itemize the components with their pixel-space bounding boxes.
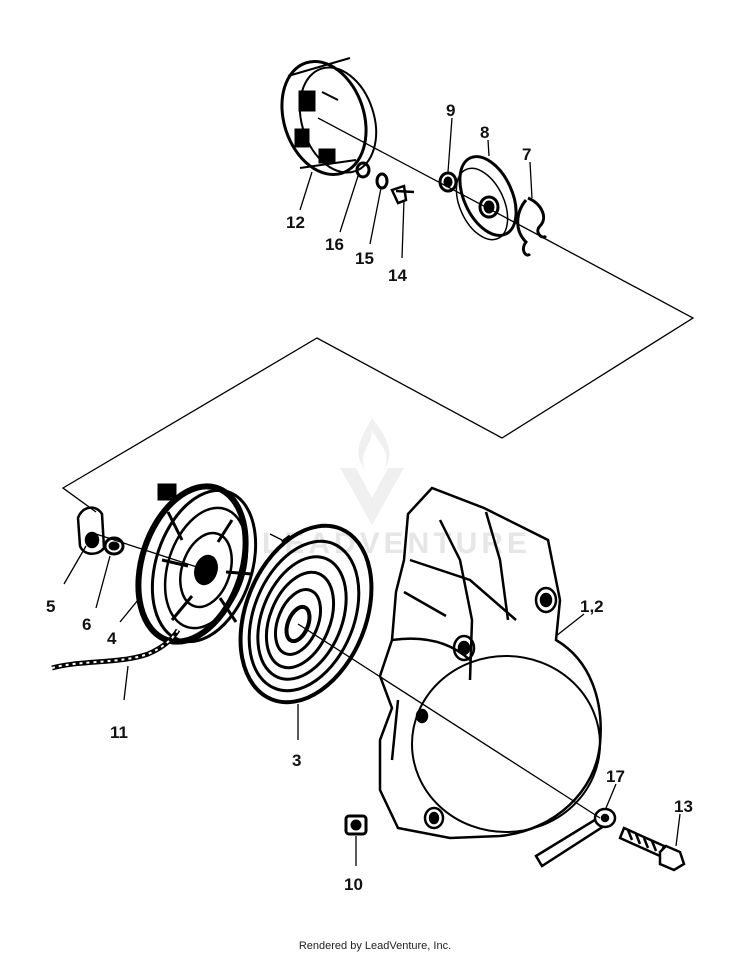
callout-14: 14 — [388, 266, 407, 285]
callout-9: 9 — [446, 101, 455, 120]
part-15-lock-washer — [375, 172, 389, 190]
callout-12: 12 — [286, 213, 305, 232]
callout-10: 10 — [344, 875, 363, 894]
callout-1-2: 1,2 — [580, 597, 604, 616]
part-8-friction-plate — [455, 155, 518, 241]
footer-credit: Rendered by LeadVenture, Inc. — [298, 940, 452, 952]
leaders-lower — [63, 545, 681, 866]
part-5-pawl — [76, 506, 106, 555]
callout-13: 13 — [674, 797, 693, 816]
callout-11: 11 — [110, 723, 128, 742]
centerline-upper — [317, 117, 545, 239]
callout-7: 7 — [522, 145, 531, 164]
part-11-starter-rope — [51, 628, 181, 671]
part-16-washer — [355, 161, 371, 179]
callout-8: 8 — [480, 123, 489, 142]
callout-4: 4 — [107, 629, 117, 648]
leaders-upper — [299, 117, 533, 259]
part-17-washer — [534, 807, 617, 868]
part-14-bolt — [390, 184, 415, 205]
part-3-recoil-spring — [238, 523, 374, 705]
part-13-bolt — [618, 826, 686, 872]
part-10-nut — [344, 814, 368, 836]
callout-17: 17 — [606, 767, 625, 786]
watermark-logo — [340, 418, 404, 525]
callout-16: 16 — [325, 235, 344, 254]
part-12-ratchet-cup — [280, 57, 378, 177]
part-9-nut — [438, 171, 458, 193]
callout-15: 15 — [355, 249, 374, 268]
centerline-lower — [95, 533, 601, 819]
callout-3: 3 — [292, 751, 301, 770]
callout-5: 5 — [46, 597, 55, 616]
callout-6: 6 — [82, 615, 91, 634]
part-1-2-starter-cover — [378, 486, 602, 840]
phantom-box — [61, 235, 695, 513]
